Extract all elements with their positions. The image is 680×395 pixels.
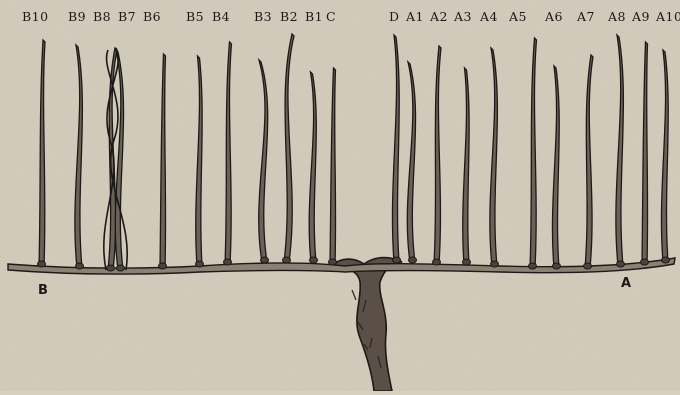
cane-label-b4: B4 bbox=[212, 9, 230, 24]
spur-b9 bbox=[76, 263, 84, 269]
spur-b4 bbox=[224, 259, 232, 265]
spur-a6 bbox=[553, 263, 561, 269]
spur-a9 bbox=[641, 259, 649, 265]
cane-label-b8: B8 bbox=[93, 9, 111, 24]
spur-b2 bbox=[283, 257, 291, 263]
cane-label-c: C bbox=[326, 9, 336, 24]
cane-label-b5: B5 bbox=[186, 9, 204, 24]
spur-b7 bbox=[117, 265, 125, 271]
spur-b8 bbox=[107, 265, 115, 271]
arm-end-label-right: A bbox=[621, 276, 631, 291]
spur-a8 bbox=[617, 261, 625, 267]
cane-label-b10: B10 bbox=[22, 9, 49, 24]
cane-label-b9: B9 bbox=[68, 9, 86, 24]
spur-b6 bbox=[159, 263, 167, 269]
cane-label-a6: A6 bbox=[545, 9, 563, 24]
spur-a7 bbox=[584, 263, 592, 269]
spur-a2 bbox=[433, 259, 441, 265]
spur-a5 bbox=[529, 263, 537, 269]
cane-label-b3: B3 bbox=[254, 9, 272, 24]
cane-label-a9: A9 bbox=[632, 9, 650, 24]
cane-label-a7: A7 bbox=[577, 9, 595, 24]
spur-a10 bbox=[662, 257, 670, 263]
cane-label-a2: A2 bbox=[430, 9, 448, 24]
cane-label-a3: A3 bbox=[454, 9, 472, 24]
spur-a1 bbox=[409, 257, 417, 263]
cane-label-d: D bbox=[389, 9, 400, 24]
cane-label-a5: A5 bbox=[509, 9, 527, 24]
spur-b3 bbox=[261, 257, 269, 263]
spur-c bbox=[329, 259, 337, 265]
spur-a3 bbox=[463, 259, 471, 265]
spur-b10 bbox=[38, 261, 46, 267]
cane-label-b6: B6 bbox=[143, 9, 161, 24]
arm-end-label-left: B bbox=[38, 283, 48, 298]
cane-label-a10: A10 bbox=[656, 9, 680, 24]
cane-label-a1: A1 bbox=[406, 9, 424, 24]
cane-label-b7: B7 bbox=[118, 9, 136, 24]
cane-label-a4: A4 bbox=[480, 9, 498, 24]
cane-label-b2: B2 bbox=[280, 9, 298, 24]
cane-label-b1: B1 bbox=[305, 9, 323, 24]
spur-b5 bbox=[196, 261, 204, 267]
spur-d bbox=[393, 257, 401, 263]
spur-b1 bbox=[310, 257, 318, 263]
cane-label-a8: A8 bbox=[608, 9, 626, 24]
spur-a4 bbox=[491, 261, 499, 267]
